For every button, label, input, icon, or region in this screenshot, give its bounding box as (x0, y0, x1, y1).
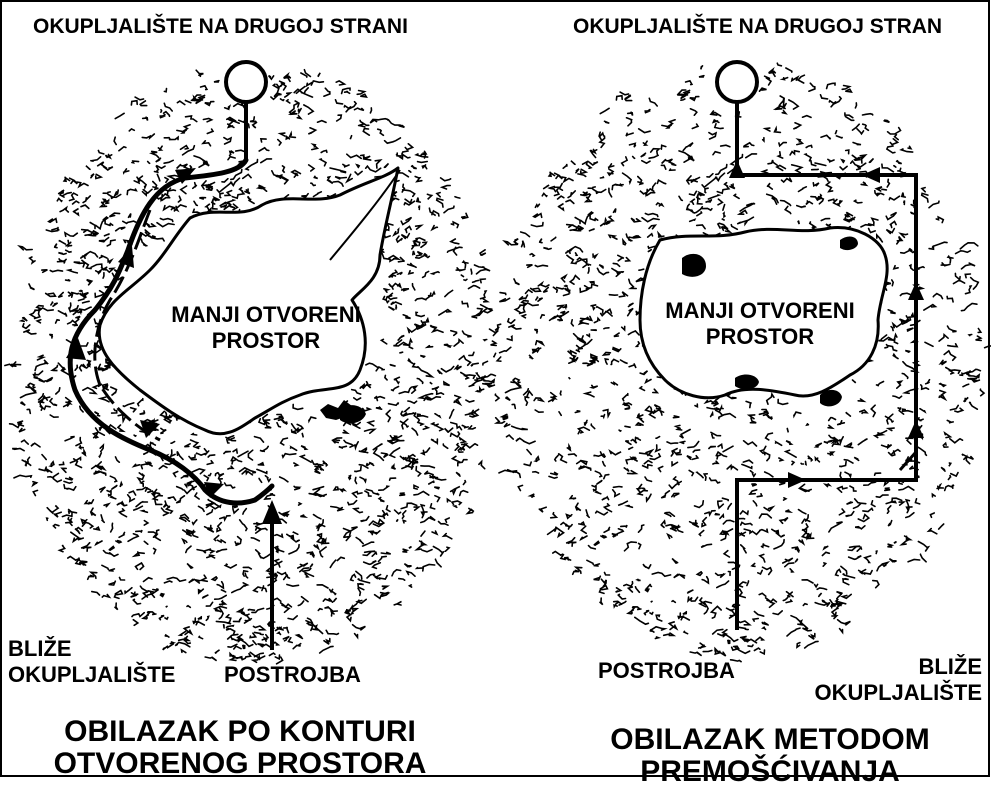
right-caption-line2: PREMOŠĆIVANJA (570, 756, 970, 788)
right-rally-point-marker (717, 62, 757, 102)
left-thicket-island-2 (340, 405, 366, 423)
right-route-arrow-4 (908, 420, 924, 438)
left-caption-line1: OBILAZAK PO KONTURI (40, 716, 440, 748)
left-open-area-line2: PROSTOR (154, 328, 378, 354)
right-near-rally-line2: OKUPLJALIŠTE (800, 680, 982, 706)
right-open-area-line1: MANJI OTVORENI (640, 298, 880, 324)
right-unit-label: POSTROJBA (598, 660, 735, 682)
right-route-arrow-3 (908, 282, 924, 300)
left-near-rally-label: BLIŽE OKUPLJALIŠTE (8, 636, 175, 688)
left-open-area-line1: MANJI OTVORENI (154, 302, 378, 328)
right-thicket-island (682, 254, 706, 277)
left-near-rally-line1: BLIŽE (8, 636, 175, 662)
right-near-rally-label: BLIŽE OKUPLJALIŠTE (800, 654, 982, 706)
right-near-rally-line1: BLIŽE (800, 654, 982, 680)
right-route-arrow-2 (862, 167, 880, 183)
right-route-arrow (729, 160, 745, 178)
right-thicket-island-3 (820, 390, 842, 406)
left-unit-label: POSTROJBA (224, 664, 361, 686)
left-caption-line2: OTVORENOG PROSTORA (40, 748, 440, 780)
right-caption-line1: OBILAZAK METODOM (570, 724, 970, 756)
right-open-area-label: MANJI OTVORENI PROSTOR (640, 298, 880, 350)
right-caption: OBILAZAK METODOM PREMOŠĆIVANJA (570, 724, 970, 788)
left-caption: OBILAZAK PO KONTURI OTVORENOG PROSTORA (40, 716, 440, 780)
left-open-area-label: MANJI OTVORENI PROSTOR (154, 302, 378, 354)
right-rally-label: OKUPLJALIŠTE NA DRUGOJ STRAN (573, 16, 942, 37)
left-rally-label: OKUPLJALIŠTE NA DRUGOJ STRANI (33, 16, 408, 37)
left-rally-point-marker (226, 62, 266, 102)
right-open-area-line2: PROSTOR (640, 324, 880, 350)
left-near-rally-line2: OKUPLJALIŠTE (8, 662, 175, 688)
